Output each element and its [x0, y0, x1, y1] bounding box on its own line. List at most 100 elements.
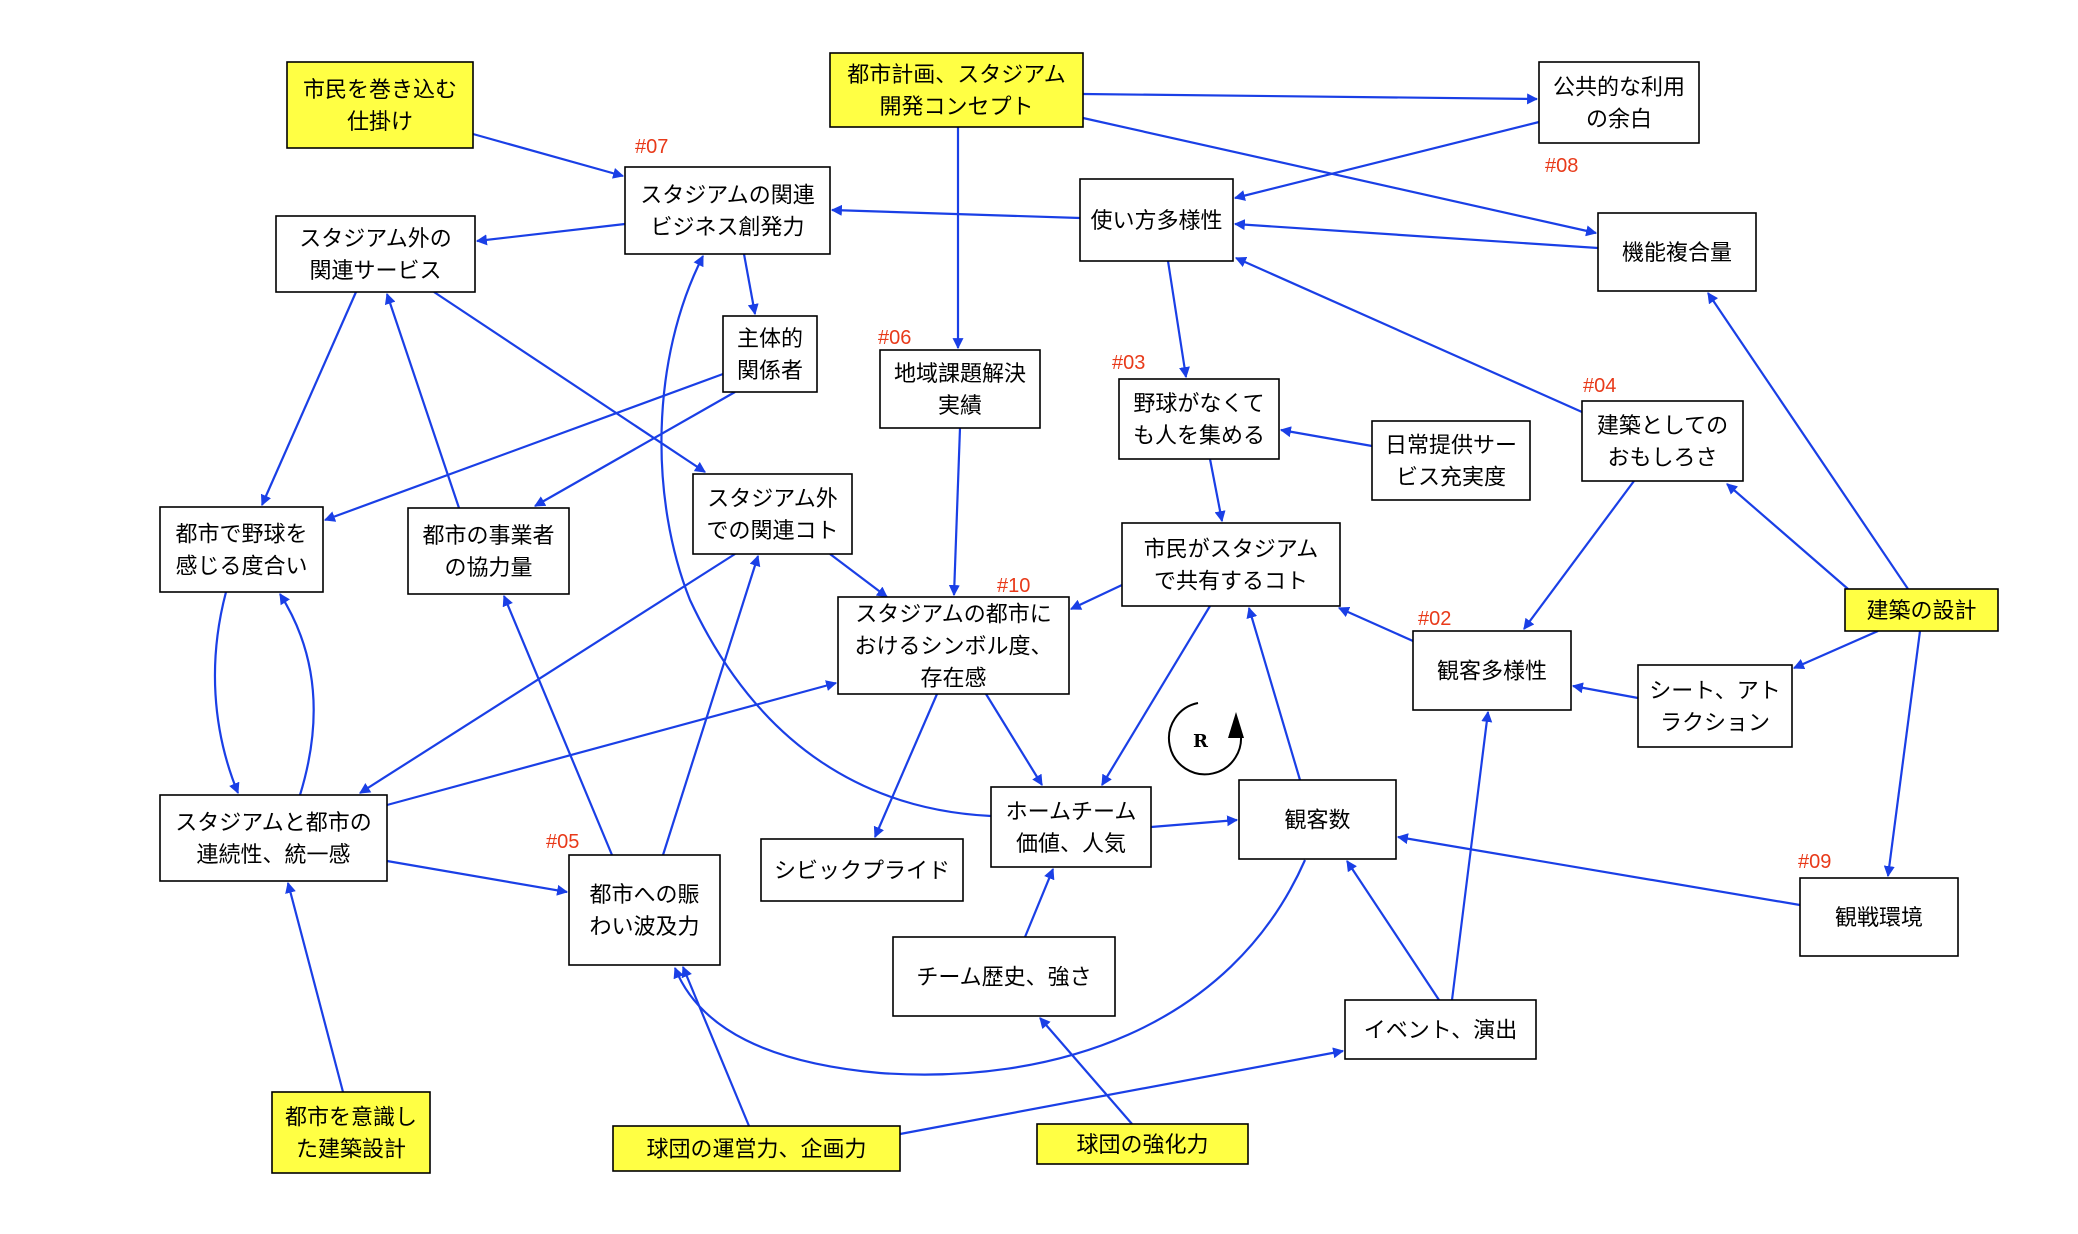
node-label: スタジアムの都市に: [855, 603, 1051, 628]
edge-shutai-to-jigyosha: [534, 391, 736, 507]
node-kankyaku: 観客数: [1238, 779, 1397, 860]
node-label: スタジアム外: [707, 487, 837, 512]
edge-line: [323, 372, 724, 522]
node-box: [159, 506, 324, 593]
tag-09: #09: [1798, 851, 1831, 873]
edge-gai-service-to-toshi-yakyu: [260, 291, 358, 507]
node-box: [1412, 630, 1572, 711]
edge-gai-koto-to-renzoku: [359, 553, 736, 794]
edge-symbol-to-home: [985, 693, 1043, 786]
node-box: [1799, 877, 1959, 957]
edge-kankyaku-to-shimin-kyoyu: [1246, 606, 1302, 781]
tag-06: #06: [878, 327, 911, 349]
node-label: 球団の運営力、企画力: [646, 1138, 866, 1163]
node-kyoka: 球団の強化力: [1036, 1123, 1249, 1165]
node-label: 観戦環境: [1835, 906, 1923, 931]
node-label: わい波及力: [589, 915, 699, 940]
node-label: 存在感: [920, 667, 986, 692]
edge-line: [433, 291, 706, 473]
edge-line: [1726, 483, 1849, 590]
edge-layer: [213, 92, 1922, 1136]
reinforcing-loop-marker: R: [1167, 702, 1244, 776]
edge-kanren-biz-to-shutai: [742, 253, 759, 316]
edge-line: [475, 222, 626, 246]
edge-kino-to-tsukaikata: [1233, 219, 1599, 250]
edge-line: [384, 292, 461, 509]
node-box: [1036, 1123, 1249, 1165]
edge-line: [213, 591, 240, 795]
node-event: イベント、演出: [1344, 999, 1537, 1060]
node-label: の余白: [1586, 108, 1652, 133]
node-box: [159, 794, 388, 882]
edge-line: [1070, 584, 1123, 610]
node-label: の協力量: [444, 556, 532, 581]
node-label: 公共的な利用: [1553, 76, 1685, 101]
edge-line: [386, 680, 838, 807]
node-box: [271, 1091, 431, 1174]
node-box: [1238, 779, 1397, 860]
node-civic: シビックプライド: [760, 838, 964, 902]
edge-line: [1707, 292, 1909, 590]
edge-line: [1346, 860, 1440, 1001]
edge-shimin-kyoyu-to-symbol: [1070, 584, 1123, 610]
node-label: シート、アト: [1649, 679, 1781, 704]
edge-kankyaku-tayo-to-shimin-kyoyu: [1337, 606, 1414, 643]
edge-kenchiku-sekkei-to-kino: [1707, 292, 1909, 590]
edge-gai-service-to-gai-koto: [433, 291, 706, 473]
edge-line: [742, 253, 759, 316]
edge-event-to-kankyaku-tayo: [1450, 710, 1493, 1001]
edge-home-to-kankyaku: [1150, 815, 1239, 829]
node-box: [892, 936, 1116, 1017]
edge-gai-koto-to-symbol: [829, 553, 888, 598]
node-label: スタジアムと都市の: [175, 811, 371, 836]
edge-line: [1279, 426, 1373, 448]
node-label: 感じる度合い: [175, 555, 307, 580]
node-label: チーム歴史、強さ: [916, 966, 1091, 991]
edge-tsukaikata-to-kanren-biz: [830, 204, 1081, 220]
edge-toshi-keikaku-to-kokyo: [1082, 92, 1539, 105]
tag-07: #07: [635, 136, 668, 158]
edge-renzoku-to-toshi-yakyu: [279, 593, 315, 796]
edge-shimin-kyoyu-to-home: [1101, 605, 1211, 786]
edge-kyoka-to-team: [1039, 1017, 1133, 1125]
node-box: [990, 786, 1152, 868]
edge-line: [985, 693, 1043, 786]
node-label: 主体的: [737, 327, 803, 352]
edge-line: [260, 291, 358, 507]
node-box: [1538, 61, 1700, 144]
node-label: も人を集める: [1133, 424, 1265, 449]
edge-line: [1246, 606, 1302, 781]
edge-jigyosha-to-gai-service: [384, 292, 461, 509]
node-label: ビジネス創発力: [650, 216, 804, 241]
node-label: おけるシンボル度、: [854, 635, 1052, 660]
node-label: 市民がスタジアム: [1144, 538, 1318, 563]
node-label: 日常提供サー: [1385, 434, 1517, 459]
edge-line: [1792, 629, 1879, 670]
node-kino: 機能複合量: [1597, 212, 1757, 292]
edge-line: [1039, 1017, 1133, 1125]
node-box: [1079, 178, 1234, 262]
node-label: での関連コト: [706, 519, 838, 544]
edge-line: [829, 553, 888, 598]
edge-line: [830, 204, 1081, 220]
node-label: イベント、演出: [1364, 1019, 1518, 1044]
node-label: おもしろさ: [1607, 446, 1717, 471]
edge-line: [1166, 260, 1190, 379]
node-kankyaku-tayo: 観客多様性: [1412, 630, 1572, 711]
node-label: 関連サービス: [309, 259, 441, 284]
edge-team-to-home: [1023, 867, 1055, 938]
edge-chiiki-to-symbol: [948, 427, 962, 597]
node-box: [407, 507, 570, 595]
node-box: [568, 854, 721, 966]
edge-renzoku-to-nigiwai: [386, 859, 569, 896]
